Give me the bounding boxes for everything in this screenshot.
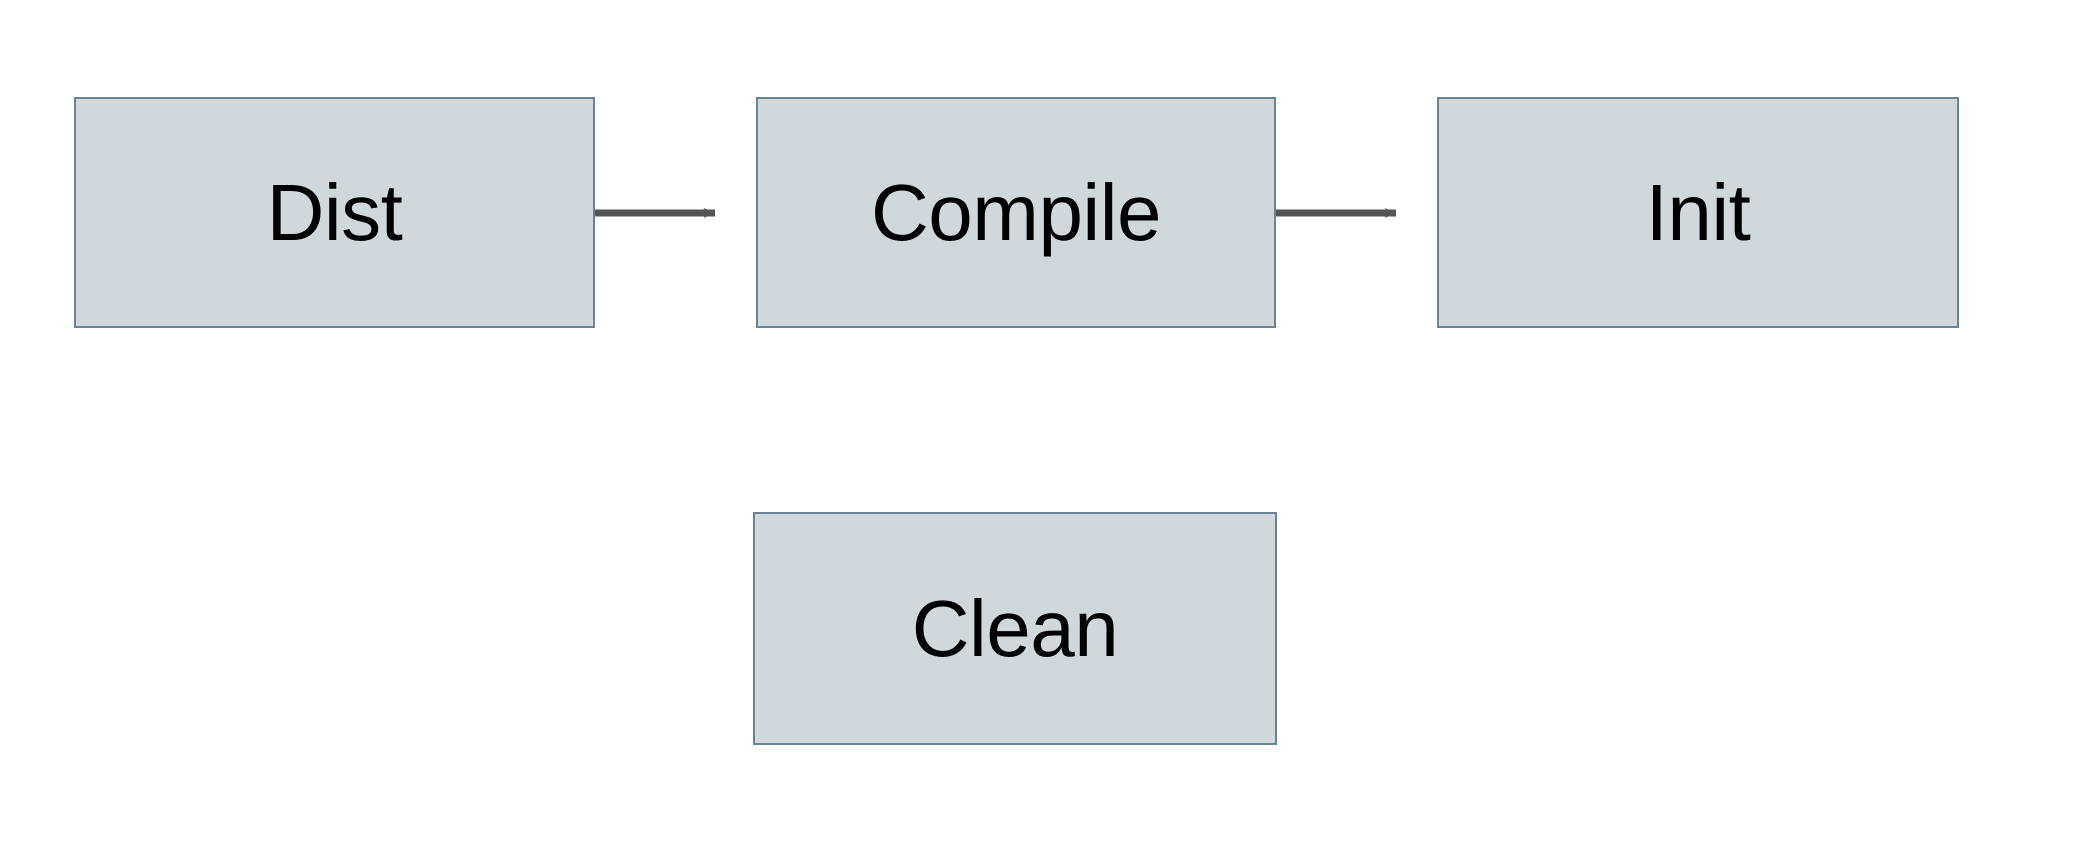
node-init[interactable]: Init <box>1437 97 1959 328</box>
node-compile[interactable]: Compile <box>756 97 1276 328</box>
node-clean[interactable]: Clean <box>753 512 1277 745</box>
node-dist[interactable]: Dist <box>74 97 595 328</box>
node-label-clean: Clean <box>911 583 1119 673</box>
node-label-dist: Dist <box>266 167 403 257</box>
node-label-init: Init <box>1645 167 1751 257</box>
node-label-compile: Compile <box>871 167 1161 257</box>
